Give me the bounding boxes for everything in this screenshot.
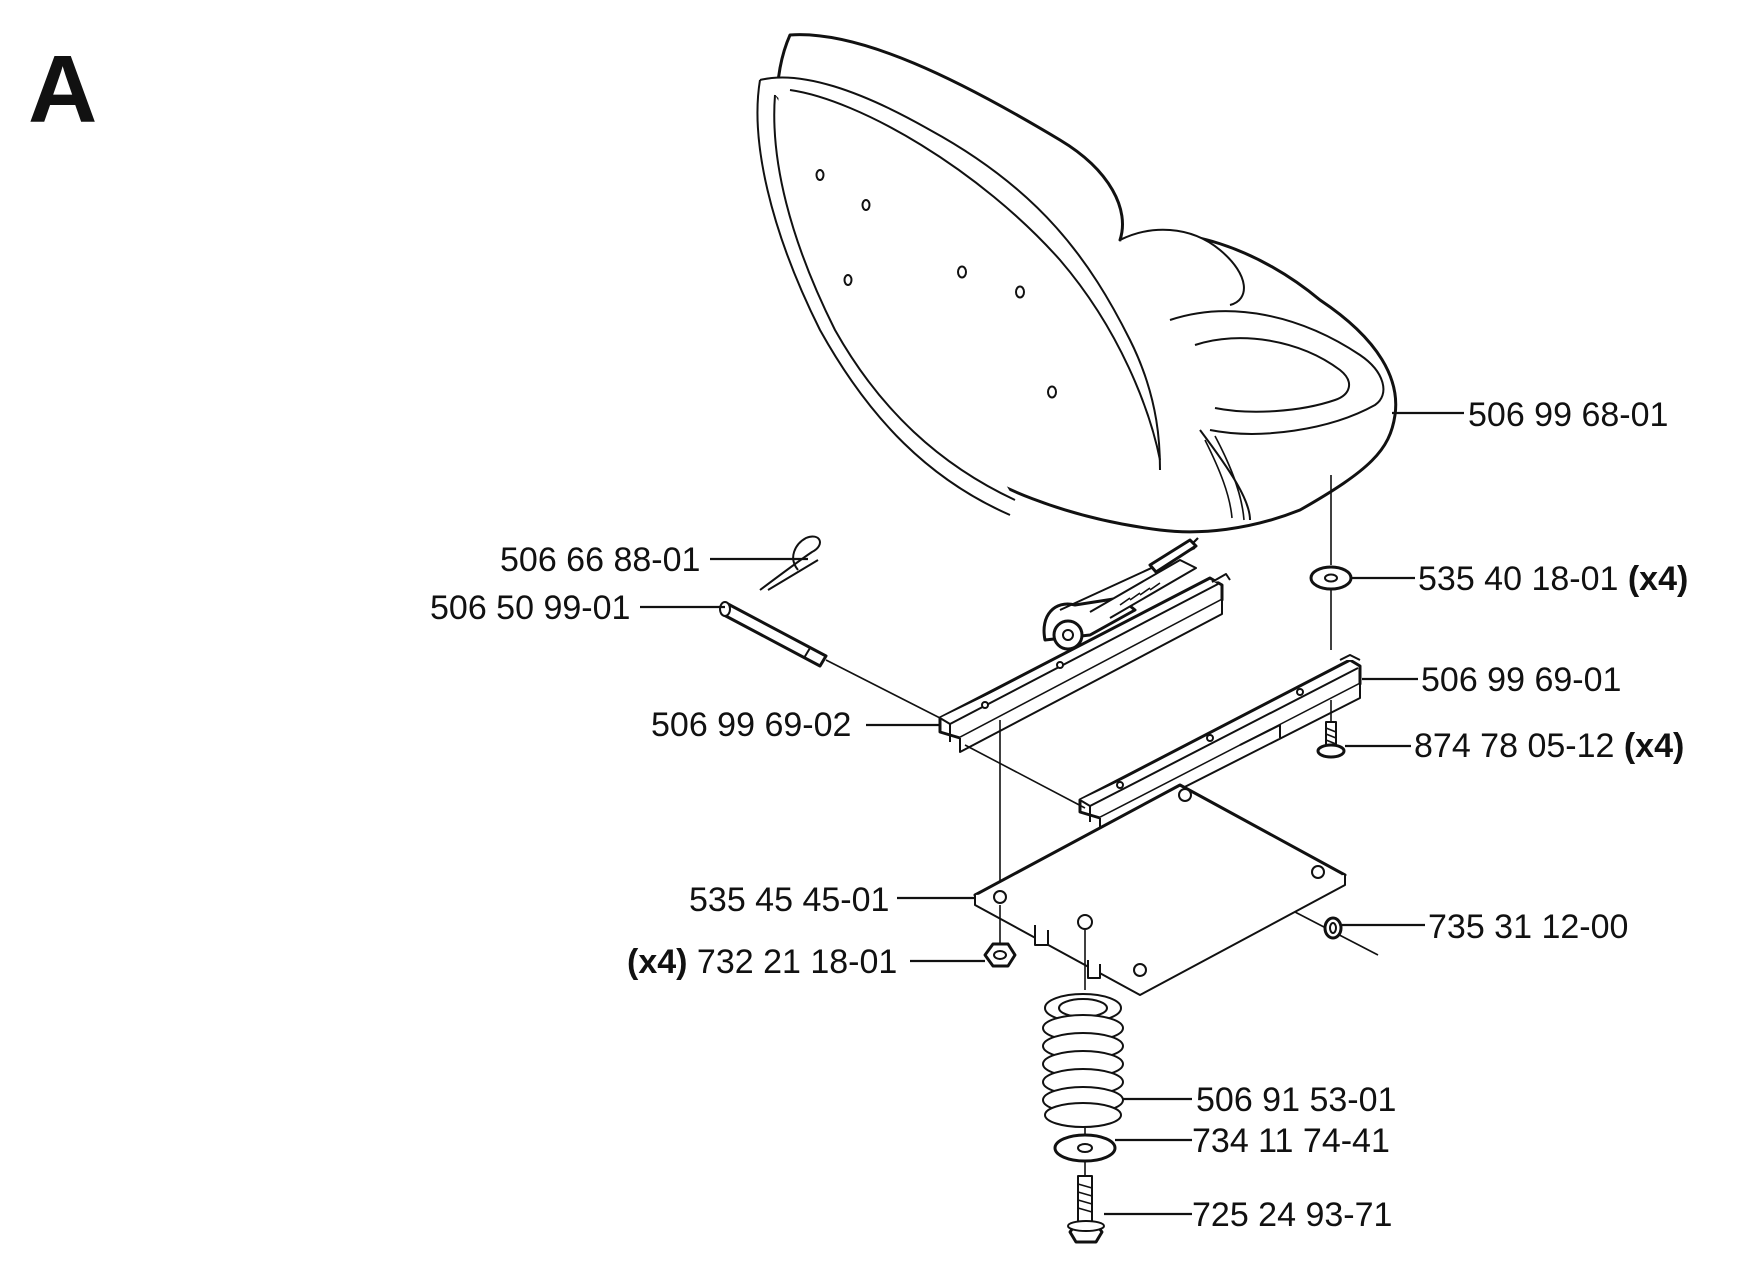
seat-washer-drawing <box>1309 565 1353 591</box>
qty-rail-screw: (x4) <box>1624 727 1684 765</box>
spring-washer-drawing <box>1053 1133 1117 1163</box>
base-plate-drawing <box>973 783 1347 996</box>
label-clip: 735 31 12-00 <box>1428 908 1628 946</box>
leader-lines <box>640 411 1464 1216</box>
hair-pin-drawing <box>759 535 821 591</box>
label-base-plate: 535 45 45-01 <box>689 881 889 919</box>
label-spring-washer: 734 11 74-41 <box>1192 1122 1390 1160</box>
label-rail-screw: 874 78 05-12 (x4) <box>1414 727 1684 765</box>
label-bolt: 725 24 93-71 <box>1192 1196 1392 1234</box>
label-pin: 506 50 99-01 <box>430 589 630 627</box>
qty-nut: (x4) <box>627 943 687 981</box>
nut-drawing <box>983 942 1017 968</box>
label-spring: 506 91 53-01 <box>1196 1081 1396 1119</box>
label-seat-washer: 535 40 18-01 (x4) <box>1418 560 1688 598</box>
clip-drawing <box>1323 916 1343 940</box>
label-right-rail: 506 99 69-01 <box>1421 661 1621 699</box>
left-rail-drawing <box>938 537 1224 753</box>
rail-screw-drawing <box>1316 721 1346 759</box>
spring-drawing <box>1042 993 1124 1128</box>
right-rail-drawing <box>1078 654 1362 831</box>
label-hair-pin: 506 66 88-01 <box>500 541 700 579</box>
label-seat: 506 99 68-01 <box>1468 396 1668 434</box>
pin-drawing <box>719 601 828 668</box>
qty-seat-washer: (x4) <box>1628 560 1688 598</box>
section-label: A <box>28 36 97 143</box>
label-left-rail: 506 99 69-02 <box>651 706 851 744</box>
bolt-drawing <box>1067 1175 1105 1244</box>
label-nut: (x4) 732 21 18-01 <box>627 943 897 981</box>
seat-drawing <box>756 33 1398 534</box>
